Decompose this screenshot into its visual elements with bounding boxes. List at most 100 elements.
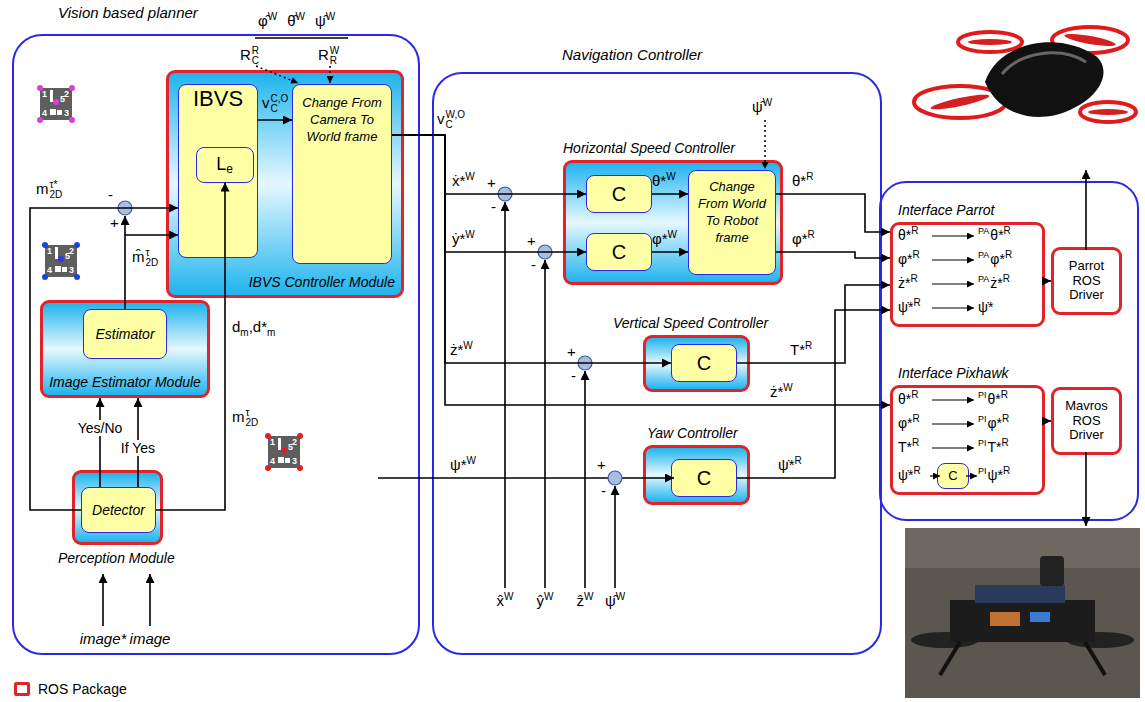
callout-number: 3 [69,265,74,275]
callout-number: 3 [64,108,69,118]
mapping-arrow [932,259,974,260]
superscript: W [763,97,772,108]
subscript: 2D [146,258,159,268]
mapping-arrow [932,447,974,448]
signal-label: ż*R [898,274,918,294]
index-stack: τ*2D [50,180,63,200]
superscript: W [330,46,339,56]
symbol: m [232,408,245,425]
symbol: + [487,174,496,191]
symbol: ż* [898,275,910,291]
ros-package: Perception ModuleDetector [72,470,163,545]
connector [776,194,890,232]
signal-label: θ*R [792,172,813,192]
callout-number: 5 [65,251,70,261]
subscript: C [252,56,259,66]
mapping-arrow [932,423,974,424]
symbol: ψ̇* [978,299,993,315]
sum-junction [608,471,622,485]
connector [652,193,688,195]
signal-label: θ*W [652,172,676,192]
symbol: θ* [898,227,911,243]
node-heading: Change From Camera To World frame [293,94,391,145]
symbol: T* [790,341,805,358]
interface-panel [880,182,1138,520]
subscript: C [271,104,289,114]
node-heading: Horizontal Speed Controller [563,140,735,157]
superscript: PA [978,226,989,236]
symbol: θ* [792,172,806,189]
signal-label: φ*R [898,414,920,434]
connector [652,251,688,253]
superscript: W [584,591,593,602]
superscript: τ [246,408,259,418]
symbol: ẑ [577,592,585,609]
index-stack: RC [252,46,259,66]
input-label: image* [80,630,127,648]
callout-number: 3 [292,456,297,466]
sign: - [601,482,606,500]
board [975,585,1065,603]
icon-dot [281,447,287,453]
superscript: R [1003,273,1010,284]
superscript: R [911,225,918,236]
icon-square [55,266,61,272]
symbol: ẋ* [452,172,465,189]
symbol: T* [988,439,1002,455]
icon-square [50,109,56,115]
icon-dot [297,465,303,471]
signal-label: RWR [318,46,339,66]
symbol: ŷ [537,592,545,609]
signal-label: PIT*R [978,438,1009,458]
pixhawk-photo [905,528,1140,698]
icon-dot [58,256,64,262]
superscript: R [1002,437,1009,448]
superscript: R [1001,389,1008,400]
mapping-arrow [932,283,974,284]
propeller [1088,109,1128,115]
driver-box: Mavros ROS Driver [1051,387,1122,455]
superscript: W [783,382,792,393]
output-arrow [1085,170,1087,250]
superscript: R [1003,465,1010,476]
controller-box: C [671,344,737,382]
superscript: R [913,465,920,476]
signal-label: φ*R [898,250,920,270]
drone-body [985,42,1104,117]
signal-label: PIψ*R [978,466,1010,486]
symbol: ψ* [450,456,467,473]
connector [1045,420,1051,422]
propeller-guard [1080,102,1136,122]
signal-label: x̂W [497,592,514,612]
symbol: image [130,630,171,647]
symbol: θ* [988,391,1001,407]
signal-label: ẋ*W [452,172,475,192]
connector [392,135,890,405]
signal-label: mτ2D [232,408,258,428]
node-heading: Vision based planner [58,4,198,21]
signal-label: φ*W [652,230,677,250]
symbol: + [110,214,119,231]
index-stack: C,OC [271,94,289,114]
signal-label: ψ̇*R [778,456,802,476]
edge-label: Yes/No [76,420,125,436]
symbol: φ* [652,230,668,247]
callout-number: 5 [288,442,293,452]
node-text: L [216,154,226,175]
frame [950,600,1095,642]
drone-illustration [914,27,1136,122]
ros-package: Yaw ControllerC [643,445,750,505]
symbol: ż* [770,383,783,400]
signal-label: T*R [898,438,919,458]
mapping-arrow [932,399,974,400]
propeller [968,39,1012,45]
node-text: Estimator [95,326,154,342]
index-stack: W,OC [446,110,465,130]
symbol: d [232,318,240,335]
signal-label: ŷW [537,592,554,612]
subscript: R [330,56,339,66]
superscript: W [668,229,677,240]
legend-text: ROS Package [38,680,127,698]
superscript: R [1002,413,1009,424]
superscript: PI [978,414,987,424]
